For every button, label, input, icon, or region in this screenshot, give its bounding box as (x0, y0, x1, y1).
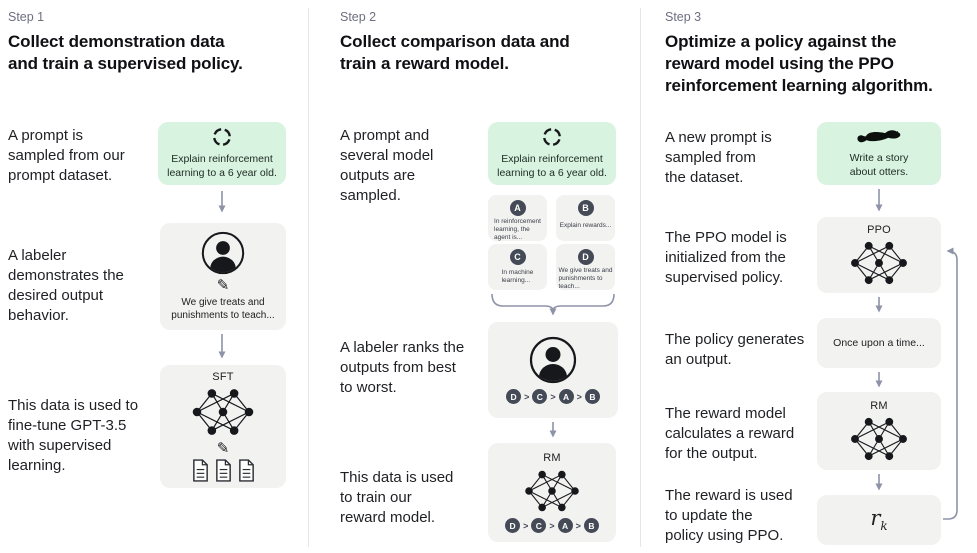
output-c-text: In machine learning... (501, 269, 534, 284)
output-d-text: We give treats and punishments to teach.… (558, 267, 613, 290)
reward-symbol: rk (870, 506, 888, 534)
rank-badge: C (531, 518, 547, 533)
step-2-row-3-caption: This data is used to train our reward mo… (340, 469, 454, 527)
step-3-row-4-caption: The reward model calculates a reward for… (665, 405, 795, 463)
rank-separator: > (550, 391, 556, 402)
demonstration-text: We give treats and punishments to teach.… (171, 297, 275, 321)
prompt-text: Explain reinforcement learning to a 6 ye… (167, 153, 277, 179)
otter-icon (856, 127, 902, 147)
ppo-label: PPO (867, 223, 891, 236)
ppo-model-box: PPO (817, 217, 941, 293)
documents-icon (191, 459, 256, 482)
prompt-sample-box: Explain reinforcement learning to a 6 ye… (488, 122, 616, 185)
output-box-c: C In machine learning... (488, 244, 547, 290)
step-1-label: Step 1 (8, 10, 45, 24)
policy-output-box: Once upon a time... (817, 318, 941, 368)
output-c-badge: C (509, 249, 526, 265)
reward-value-box: rk (817, 495, 941, 545)
rank-badge: A (558, 389, 574, 404)
step-1-heading: Collect demonstration data and train a s… (8, 32, 243, 73)
rank-badge: D (506, 389, 522, 404)
pencil-icon: ✎ (216, 277, 230, 294)
output-text: Once upon a time... (833, 337, 925, 349)
step-2-row-1-caption: A prompt and several model outputs are s… (340, 127, 434, 205)
step-2-heading: Collect comparison data and train a rewa… (340, 32, 570, 73)
reward-model-box: RM (817, 392, 941, 470)
neural-network-icon (846, 239, 912, 287)
rm-label: RM (543, 452, 561, 464)
reward-model-box: RM D > C > A > B (488, 443, 616, 542)
step-2-label: Step 2 (340, 10, 377, 24)
step-1-row-1-caption: A prompt is sampled from our prompt data… (8, 127, 125, 185)
rank-separator: > (523, 520, 529, 531)
rank-badge: D (505, 518, 521, 533)
pencil-icon: ✎ (216, 440, 230, 457)
labeler-ranking-box: D > C > A > B (488, 322, 618, 418)
rank-badge: A (557, 518, 573, 533)
neural-network-icon (187, 386, 259, 438)
step-1-row-2-caption: A labeler demonstrates the desired outpu… (8, 247, 124, 325)
output-box-b: B Explain rewards... (556, 195, 615, 241)
neural-network-icon (846, 415, 912, 463)
step-3-row-3-caption: The policy generates an output. (665, 331, 805, 369)
output-box-a: A In reinforcement learning, the agent i… (488, 195, 547, 241)
rm-label: RM (870, 399, 888, 412)
prompt-text: Write a story about otters. (849, 152, 909, 178)
rank-separator: > (575, 520, 581, 531)
refresh-icon (211, 126, 233, 148)
labeler-demonstration-box: ✎ We give treats and punishments to teac… (160, 223, 286, 330)
ranking-row: D > C > A > B (506, 389, 600, 404)
refresh-icon (541, 126, 563, 148)
rank-badge: B (584, 389, 600, 404)
step-3-row-2-caption: The PPO model is initialized from the su… (665, 229, 787, 287)
output-a-badge: A (509, 200, 526, 216)
sft-label: SFT (212, 371, 234, 383)
step-3-heading: Optimize a policy against the reward mod… (665, 32, 933, 95)
step-3-row-5-caption: The reward is used to update the policy … (665, 487, 793, 545)
prompt-sample-box: Write a story about otters. (817, 122, 941, 185)
rank-badge: B (583, 518, 599, 533)
labeler-icon (201, 231, 245, 275)
step-3-row-1-caption: A new prompt is sampled from the dataset… (665, 129, 772, 187)
output-d-badge: D (577, 249, 594, 265)
prompt-sample-box: Explain reinforcement learning to a 6 ye… (158, 122, 286, 185)
ranking-row: D > C > A > B (505, 518, 599, 533)
output-b-badge: B (577, 200, 594, 216)
sft-model-box: SFT ✎ (160, 365, 286, 488)
rank-separator: > (524, 391, 530, 402)
column-divider (308, 8, 309, 547)
neural-network-icon (520, 468, 584, 514)
output-b-text: Explain rewards... (559, 222, 612, 229)
rank-separator: > (549, 520, 555, 531)
step-1-row-3-caption: This data is used to fine-tune GPT-3.5 w… (8, 397, 139, 475)
labeler-icon (529, 336, 577, 384)
output-a-text: In reinforcement learning, the agent is.… (494, 218, 541, 241)
column-divider (640, 8, 641, 547)
step-2-row-2-caption: A labeler ranks the outputs from best to… (340, 339, 465, 397)
step-3-label: Step 3 (665, 10, 702, 24)
rank-badge: C (532, 389, 548, 404)
rank-separator: > (576, 391, 582, 402)
prompt-text: Explain reinforcement learning to a 6 ye… (497, 153, 607, 179)
output-box-d: D We give treats and punishments to teac… (556, 244, 615, 290)
